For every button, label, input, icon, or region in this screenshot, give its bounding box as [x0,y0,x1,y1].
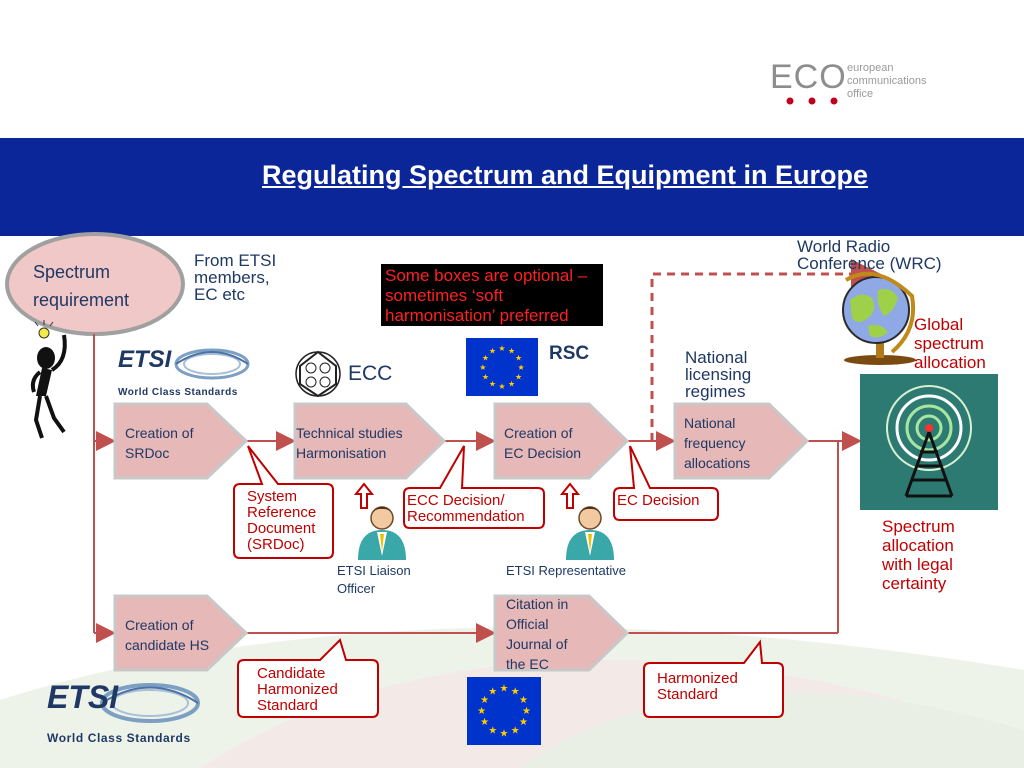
process-box-ec-decision [493,402,630,480]
globe-icon [842,271,916,365]
eu-star-icon: ★ [488,687,497,698]
eu-star-icon: ★ [519,717,528,728]
header-band [0,138,1024,236]
optional-boxes-note-text: Some boxes are optional – sometimes ‘sof… [385,266,588,325]
callout-ec-decision-text: EC Decision [617,492,700,509]
callout-srdoc-text: System Reference Document (SRDoc) [247,488,317,553]
callout-ec-decision [613,445,719,521]
eu-star-icon: ★ [498,382,505,391]
etsi-logo-tagline-bottom: World Class Standards [47,731,191,745]
wrc-dashed-connector [650,259,881,441]
eu-stars-ring: ★★★★★★★★★★★★ [479,344,525,391]
eu-star-icon: ★ [480,717,489,728]
eu-stars-bottom: ★★★★★★★★★★★★ [467,677,541,745]
process-box-technical [293,402,447,480]
source-label: From ETSI members, EC etc [194,251,277,304]
process-citation-text: Citation in Official Journal of the EC [506,596,569,672]
process-candidate-hs-text: Creation of candidate HS [125,617,210,653]
wrc-label: World Radio Conference (WRC) [797,237,942,273]
ecc-label: ECC [348,362,393,385]
antenna-tower-icon [860,374,998,510]
callout-srdoc [233,445,334,559]
eu-star-icon: ★ [515,373,522,382]
eu-star-icon: ★ [488,725,497,736]
global-spectrum-label: Global spectrum allocation [914,315,986,372]
up-arrow-liaison [353,482,375,509]
eu-star-icon: ★ [511,725,520,736]
eco-logo-text: ECO [770,58,847,96]
eu-star-icon: ★ [519,695,528,706]
etsi-logo-word-bottom: ETSI [47,679,119,715]
optional-boxes-note [381,264,603,326]
eu-star-icon: ★ [482,373,489,382]
eu-star-icon: ★ [500,684,509,695]
eu-flag-top-icon [466,338,538,396]
callout-candidate-hs-text: Candidate Harmonized Standard [257,665,338,714]
eu-star-icon: ★ [508,346,515,355]
etsi-logo-tagline-top: World Class Standards [118,387,238,398]
eu-star-icon: ★ [489,346,496,355]
eu-star-icon: ★ [518,363,525,372]
process-box-citation [493,594,630,672]
process-ec-decision-text: Creation of EC Decision [504,425,582,461]
etsi-logo-word-top: ETSI [118,346,172,373]
ecc-logo-icon [295,350,341,398]
idea-figure-icon [30,320,67,439]
callout-harmonized-standard [643,639,784,718]
etsi-logo-bottom [100,683,200,723]
process-srdoc-text: Creation of SRDoc [125,425,194,461]
eco-logo-dots [786,97,838,105]
eu-star-icon: ★ [480,695,489,706]
eu-star-icon: ★ [477,706,486,717]
eu-star-icon: ★ [479,363,486,372]
callout-harmonized-standard-text: Harmonized Standard [657,670,738,703]
national-licensing-label: National licensing regimes [685,348,752,401]
person-liaison-icon [358,506,406,560]
callout-ecc-decision [403,445,545,529]
eu-stars-ring: ★★★★★★★★★★★★ [477,684,531,740]
page-title: Regulating Spectrum and Equipment in Eur… [262,160,869,190]
eu-flag-bottom-icon [467,677,541,745]
rsc-label: RSC [549,343,590,364]
spectrum-legal-certainty-label: Spectrum allocation with legal certainty [882,517,955,593]
eu-star-icon: ★ [498,344,505,353]
callout-candidate-hs [237,638,379,718]
eco-org-name: european communications office [847,62,927,100]
callout-ecc-decision-text: ECC Decision/ Recommendation [407,492,525,525]
eu-star-icon: ★ [515,353,522,362]
spectrum-requirement-label: Spectrum requirement [33,262,130,310]
process-technical-text: Technical studies Harmonisation [296,425,403,461]
etsi-logo-top [174,348,250,380]
eu-star-icon: ★ [500,728,509,739]
up-arrow-representative [559,482,581,509]
eu-star-icon: ★ [522,706,531,717]
eu-stars-top: ★★★★★★★★★★★★ [466,338,538,396]
process-box-srdoc [113,402,249,480]
eu-star-icon: ★ [482,353,489,362]
process-box-national [673,402,810,480]
person-representative-icon [566,506,614,560]
etsi-representative-label: ETSI Representative [506,563,626,578]
process-box-candidate-hs [113,594,249,672]
eu-star-icon: ★ [489,380,496,389]
process-national-text: National frequency allocations [684,415,751,471]
liaison-officer-label: ETSI Liaison Officer [337,563,411,596]
eu-star-icon: ★ [508,380,515,389]
eu-star-icon: ★ [511,687,520,698]
